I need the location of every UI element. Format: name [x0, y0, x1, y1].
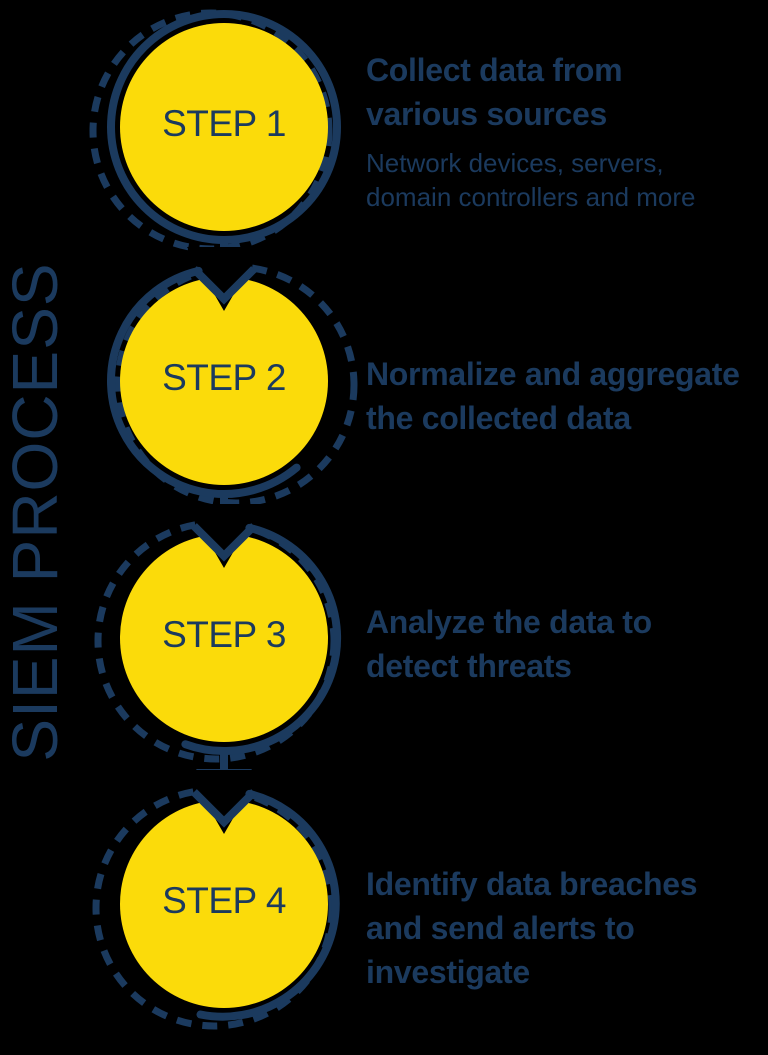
step-3-notch-outline: [191, 523, 257, 562]
step-2-ring: [107, 266, 301, 499]
step-4-circle: [120, 800, 328, 1008]
step-1-connector-stem: [220, 236, 228, 254]
step-1-sub-line: domain controllers and more: [366, 182, 696, 212]
step-3-notch: [187, 504, 261, 568]
step-2-description: Normalize and aggregate the collected da…: [366, 352, 766, 440]
step-4-description: Identify data breaches and send alerts t…: [366, 862, 766, 994]
step-2-notch-outline: [191, 266, 257, 305]
step-4-heading-line: investigate: [366, 954, 530, 990]
step-3-heading-line: Analyze the data to: [366, 604, 652, 640]
step-1-heading-line: various sources: [366, 96, 607, 132]
step-2-heading-line: the collected data: [366, 400, 631, 436]
diagram-title: SIEM PROCESS: [0, 262, 71, 762]
step-1-sub-line: Network devices, servers,: [366, 148, 664, 178]
step-2-connector-stem: [220, 491, 228, 509]
step-3-label: STEP 3: [162, 614, 286, 655]
step-4-heading-line: Identify data breaches: [366, 866, 698, 902]
step-4-heading-line: and send alerts to: [366, 910, 635, 946]
step-4-ring: [196, 789, 340, 1021]
step-4-notch: [187, 770, 261, 834]
step-3-heading-line: detect threats: [366, 648, 572, 684]
step-2-circle-group: [107, 247, 358, 509]
step-1-description: Collect data from various sources Networ…: [366, 48, 766, 214]
step-4-notch-outline: [191, 789, 257, 828]
step-1-heading-line: Collect data from: [366, 52, 623, 88]
step-2-label: STEP 2: [162, 357, 286, 398]
step-2-circle: [120, 277, 328, 485]
step-3-ring: [181, 523, 342, 755]
step-1-label: STEP 1: [162, 103, 286, 144]
step-4-circle-group: [92, 770, 340, 1030]
step-3-connector-stem: [220, 749, 228, 773]
step-3-description: Analyze the data to detect threats: [366, 600, 766, 688]
step-3-circle: [120, 534, 328, 742]
step-1-subtext: Network devices, servers, domain control…: [366, 146, 766, 214]
step-4-label: STEP 4: [162, 880, 286, 921]
step-1-circle: [120, 23, 328, 231]
step-2-notch: [187, 247, 261, 311]
step-2-heading-line: Normalize and aggregate: [366, 356, 740, 392]
step-3-circle-group: [94, 504, 342, 773]
